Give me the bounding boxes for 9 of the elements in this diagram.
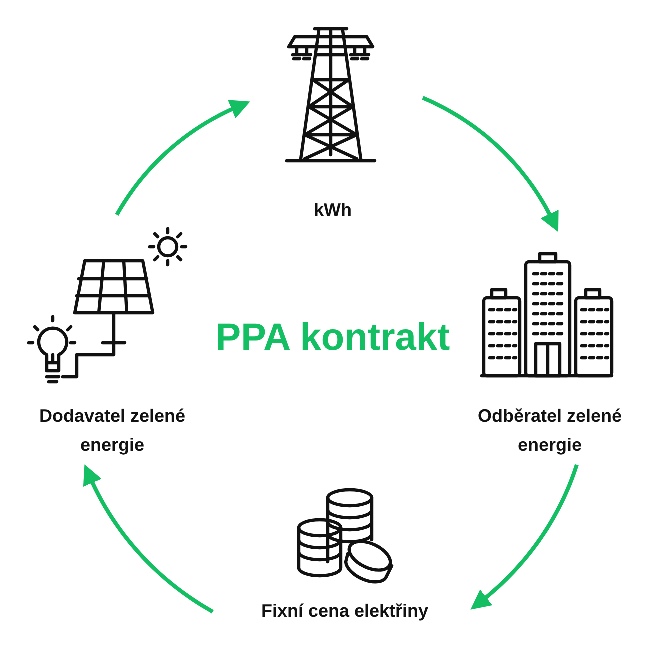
arrow [83, 464, 214, 614]
node-label: Odběratel zelené energie [476, 405, 624, 457]
arrow [422, 96, 559, 232]
center-title: PPA kontrakt [214, 316, 452, 361]
node-label: Fixní cena elektřiny [261, 600, 429, 623]
node-label: kWh [314, 199, 352, 222]
node-label: Dodavatel zelené energie [38, 405, 187, 457]
arrow [470, 464, 579, 610]
arrow [115, 100, 250, 216]
